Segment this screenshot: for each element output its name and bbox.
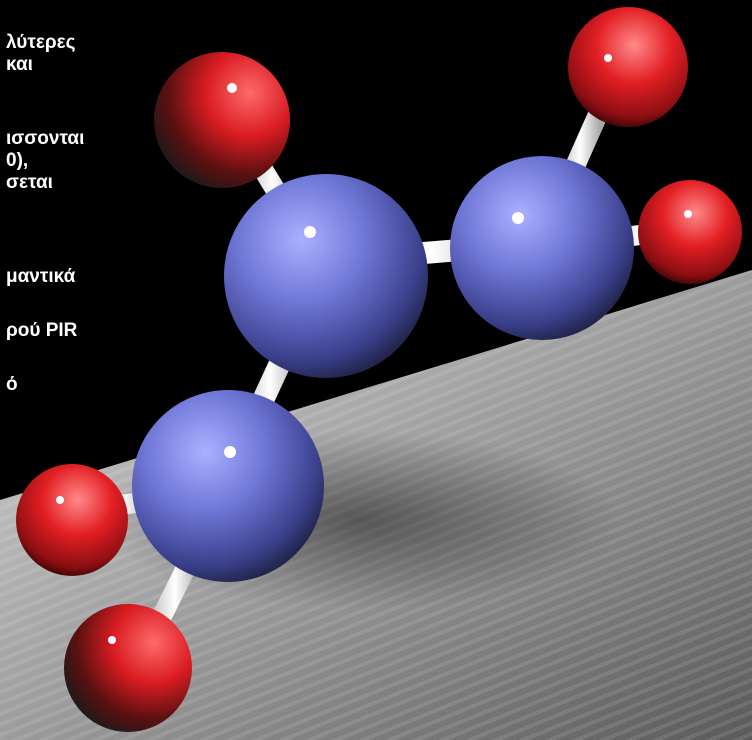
- nitrogen-atom-center: [224, 174, 428, 378]
- text-line-4: 0),: [6, 150, 29, 171]
- nitrogen-atom-bottom: [132, 390, 324, 582]
- oxygen-atom-bottom: [64, 604, 192, 732]
- nitrogen-atom-right: [450, 156, 634, 340]
- text-line-3: ισσονται: [6, 128, 85, 149]
- text-line-1: λύτερες: [6, 32, 76, 53]
- oxygen-atom-right: [638, 180, 742, 284]
- highlights: [56, 54, 692, 644]
- oxygen-atom-top-left: [154, 52, 290, 188]
- oxygen-atom-left: [16, 464, 128, 576]
- text-line-2: και: [6, 54, 33, 75]
- text-line-7: ρού PIR: [6, 320, 78, 341]
- oxygen-atom-top-right: [568, 7, 688, 127]
- text-line-6: μαντικά: [6, 266, 76, 287]
- text-line-5: σεται: [6, 172, 53, 193]
- text-line-8: ό: [6, 374, 18, 395]
